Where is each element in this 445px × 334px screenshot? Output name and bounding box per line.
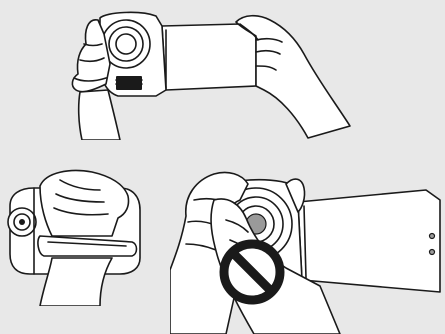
camcorder-lens-covered-by-hand-illustration	[170, 160, 445, 334]
lcd-panel	[162, 24, 256, 90]
camcorder-hand-strap-grip-illustration	[0, 166, 150, 306]
lcd-panel	[298, 190, 440, 292]
camcorder-two-hand-grip-illustration	[60, 0, 360, 140]
camcorder-body	[100, 12, 166, 96]
speaker-grille	[116, 76, 142, 90]
prohibited-icon	[224, 244, 280, 300]
